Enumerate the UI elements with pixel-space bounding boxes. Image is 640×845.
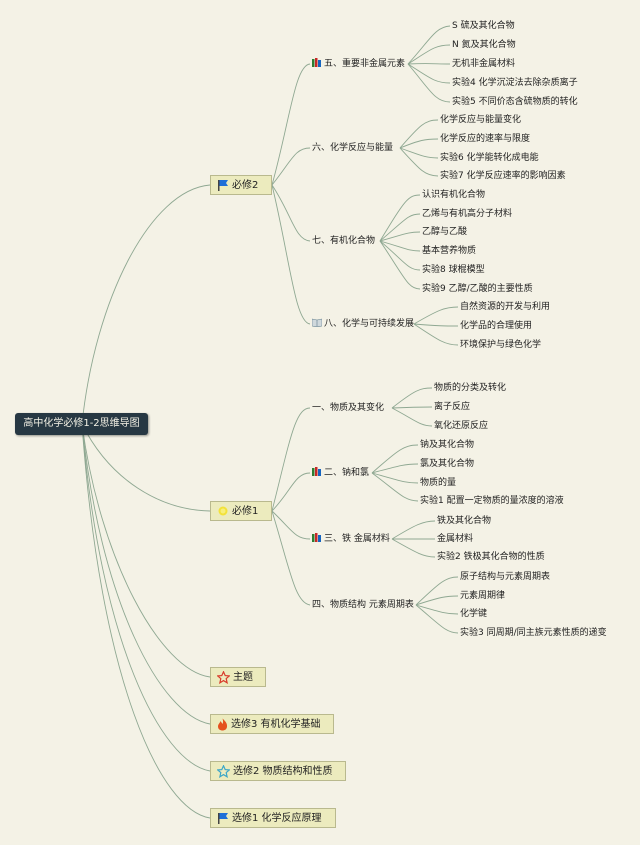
leaf-node[interactable]: 实验4 化学沉淀法去除杂质离子 [452, 78, 578, 88]
leaf-node[interactable]: 物质的分类及转化 [434, 383, 507, 393]
leaf-node[interactable]: 氧化还原反应 [434, 421, 489, 431]
leaf-node[interactable]: 原子结构与元素周期表 [460, 572, 551, 582]
branch-xuanxiu1-label: 选修1 化学反应原理 [232, 813, 322, 824]
books-icon [312, 58, 321, 67]
branch-xuanxiu3[interactable]: 选修3 有机化学基础 [210, 714, 334, 734]
leaf-node[interactable]: 环境保护与绿色化学 [460, 340, 542, 350]
branch-bixiu2-label: 必修2 [232, 180, 259, 191]
leaf-node[interactable]: 化学品的合理使用 [460, 321, 533, 331]
leaf-node[interactable]: 元素周期律 [460, 591, 506, 601]
leaf-node[interactable]: 离子反应 [434, 402, 471, 412]
leaf-node[interactable]: 乙醇与乙酸 [422, 227, 468, 237]
section-node[interactable]: 五、重要非金属元素 [312, 58, 405, 70]
flag-icon [218, 180, 228, 191]
branch-xuanxiu2[interactable]: 选修2 物质结构和性质 [210, 761, 346, 781]
branch-xuanxiu2-label: 选修2 物质结构和性质 [233, 766, 333, 777]
branch-zhuti[interactable]: 主题 [210, 667, 266, 687]
leaf-node[interactable]: 实验2 铁极其化合物的性质 [437, 552, 545, 562]
branch-zhuti-label: 主题 [233, 672, 253, 683]
section-node[interactable]: 二、钠和氯 [312, 467, 369, 479]
star-icon [217, 670, 230, 684]
leaf-node[interactable]: 化学反应与能量变化 [440, 115, 522, 125]
section-node[interactable]: 八、化学与可持续发展 [312, 318, 414, 330]
leaf-node[interactable]: 认识有机化合物 [422, 190, 486, 200]
branch-xuanxiu3-label: 选修3 有机化学基础 [231, 719, 321, 730]
leaf-node[interactable]: 自然资源的开发与利用 [460, 302, 551, 312]
section-node[interactable]: 七、有机化合物 [312, 236, 376, 246]
branch-bixiu1-label: 必修1 [232, 506, 259, 517]
leaf-node[interactable]: 实验6 化学能转化成电能 [440, 153, 539, 163]
root-node[interactable]: 高中化学必修1-2思维导图 [15, 413, 148, 435]
leaf-node[interactable]: 氯及其化合物 [420, 459, 475, 469]
books-icon [312, 533, 321, 542]
books-icon [312, 467, 321, 476]
section-node[interactable]: 一、物质及其变化 [312, 403, 385, 413]
leaf-node[interactable]: 基本营养物质 [422, 246, 477, 256]
leaf-node[interactable]: 实验3 同周期/同主族元素性质的递变 [460, 628, 607, 638]
leaf-node[interactable]: 物质的量 [420, 478, 457, 488]
branch-bixiu2[interactable]: 必修2 [210, 175, 272, 195]
leaf-node[interactable]: 实验7 化学反应速率的影响因素 [440, 171, 566, 181]
fire-icon [218, 718, 228, 730]
star-outline-icon [217, 764, 230, 778]
leaf-node[interactable]: 铁及其化合物 [437, 516, 492, 526]
leaf-node[interactable]: 化学反应的速率与限度 [440, 134, 531, 144]
leaf-node[interactable]: 无机非金属材料 [452, 59, 516, 69]
branch-bixiu1[interactable]: 必修1 [210, 501, 272, 521]
leaf-node[interactable]: 金属材料 [437, 534, 474, 544]
section-node[interactable]: 三、铁 金属材料 [312, 533, 390, 545]
section-node[interactable]: 四、物质结构 元素周期表 [312, 600, 414, 610]
leaf-node[interactable]: N 氮及其化合物 [452, 40, 516, 50]
leaf-node[interactable]: 实验1 配置一定物质的量浓度的溶液 [420, 496, 564, 506]
flag-icon [218, 813, 228, 824]
leaf-node[interactable]: 实验9 乙醇/乙酸的主要性质 [422, 284, 533, 294]
sun-icon [218, 506, 228, 516]
leaf-node[interactable]: 实验8 球棍模型 [422, 265, 485, 275]
leaf-node[interactable]: 化学键 [460, 609, 488, 619]
book-open-icon [312, 318, 322, 327]
leaf-node[interactable]: S 硫及其化合物 [452, 21, 515, 31]
branch-xuanxiu1[interactable]: 选修1 化学反应原理 [210, 808, 336, 828]
leaf-node[interactable]: 乙烯与有机高分子材料 [422, 209, 513, 219]
section-node[interactable]: 六、化学反应与能量 [312, 143, 394, 153]
leaf-node[interactable]: 钠及其化合物 [420, 440, 475, 450]
leaf-node[interactable]: 实验5 不同价态含硫物质的转化 [452, 97, 578, 107]
